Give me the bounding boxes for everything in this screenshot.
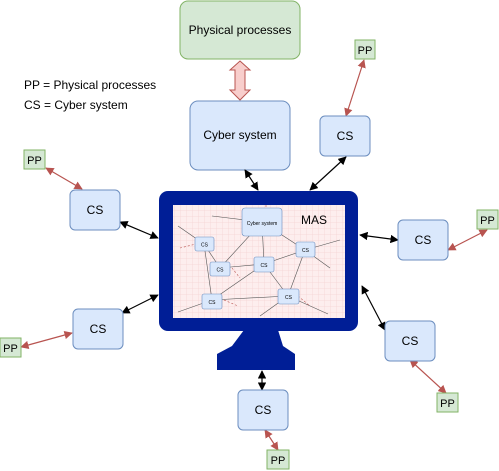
connector-cs-lowerleft: [121, 294, 159, 314]
inner-cs-node-4: CS: [253, 256, 275, 273]
svg-text:Cyber system: Cyber system: [247, 221, 278, 227]
legend-cs: CS = Cyber system: [24, 98, 128, 112]
pp-node-lowerleft: PP: [0, 337, 22, 358]
svg-text:CS: CS: [217, 268, 225, 274]
cs-node-upperleft: CS: [69, 189, 121, 231]
inner-cs-node-5: CS: [201, 293, 223, 310]
svg-text:CS: CS: [415, 233, 432, 247]
svg-text:PP: PP: [271, 455, 286, 467]
pp-link-lowerright: [409, 359, 447, 394]
cs-node-lowerleft: CS: [72, 308, 124, 350]
cyber-system-node: Cyber system: [189, 100, 291, 171]
pp-node-right: PP: [476, 209, 499, 230]
svg-text:CS: CS: [337, 129, 354, 143]
connector-cyber-monitor: [244, 169, 259, 191]
pp-link-upperleft: [45, 167, 83, 190]
cs-node-bottom: CS: [237, 389, 289, 431]
connector-cs-lowerright: [361, 285, 386, 331]
legend-pp: PP = Physical processes: [24, 78, 157, 92]
svg-text:PP: PP: [3, 343, 18, 355]
svg-text:CS: CS: [87, 203, 104, 217]
svg-text:CS: CS: [90, 322, 107, 336]
svg-text:CS: CS: [209, 300, 217, 306]
connector-cs-right: [359, 231, 399, 244]
inner-cs-node-3: CS: [209, 261, 231, 277]
physical-processes-node: Physical processes: [179, 0, 301, 60]
svg-text:CS: CS: [402, 334, 419, 348]
connector-cs-topright: [309, 156, 347, 191]
svg-text:PP: PP: [358, 45, 373, 57]
svg-text:PP: PP: [440, 398, 455, 410]
physical-processes-label: Physical processes: [189, 23, 292, 37]
pp-node-upperleft: PP: [23, 149, 46, 170]
svg-text:CS: CS: [285, 295, 293, 301]
svg-text:CS: CS: [255, 403, 272, 417]
inner-cs-node-6: CS: [277, 288, 300, 305]
cs-node-lowerright: CS: [384, 320, 436, 362]
svg-text:PP: PP: [480, 215, 495, 227]
inner-cs-node-2: CS: [295, 241, 316, 258]
pp-link-right: [447, 229, 488, 251]
pp-link-lowerleft: [20, 330, 73, 350]
mas-label: MAS: [301, 213, 327, 227]
pp-node-bottom: PP: [266, 449, 290, 470]
svg-text:PP: PP: [27, 155, 42, 167]
cs-node-topright: CS: [319, 115, 371, 157]
svg-text:CS: CS: [201, 243, 209, 249]
svg-text:CS: CS: [261, 263, 269, 269]
pp-node-topright: PP: [354, 39, 376, 60]
cs-node-right: CS: [397, 219, 449, 261]
monitor-screen: Cyber system CS CS CS CS CS CS MAS: [173, 205, 345, 318]
pp-link-topright: [344, 59, 366, 117]
inner-cyber-system-node: Cyber system: [241, 207, 283, 237]
inner-cs-node-1: CS: [194, 236, 215, 252]
cyber-system-label: Cyber system: [203, 128, 276, 142]
pp-link-bottom: [264, 429, 279, 451]
process-cyber-double-arrow: [228, 60, 252, 101]
connector-cs-upperleft: [119, 221, 159, 239]
pp-node-lowerright: PP: [436, 392, 459, 413]
svg-text:CS: CS: [302, 248, 310, 254]
